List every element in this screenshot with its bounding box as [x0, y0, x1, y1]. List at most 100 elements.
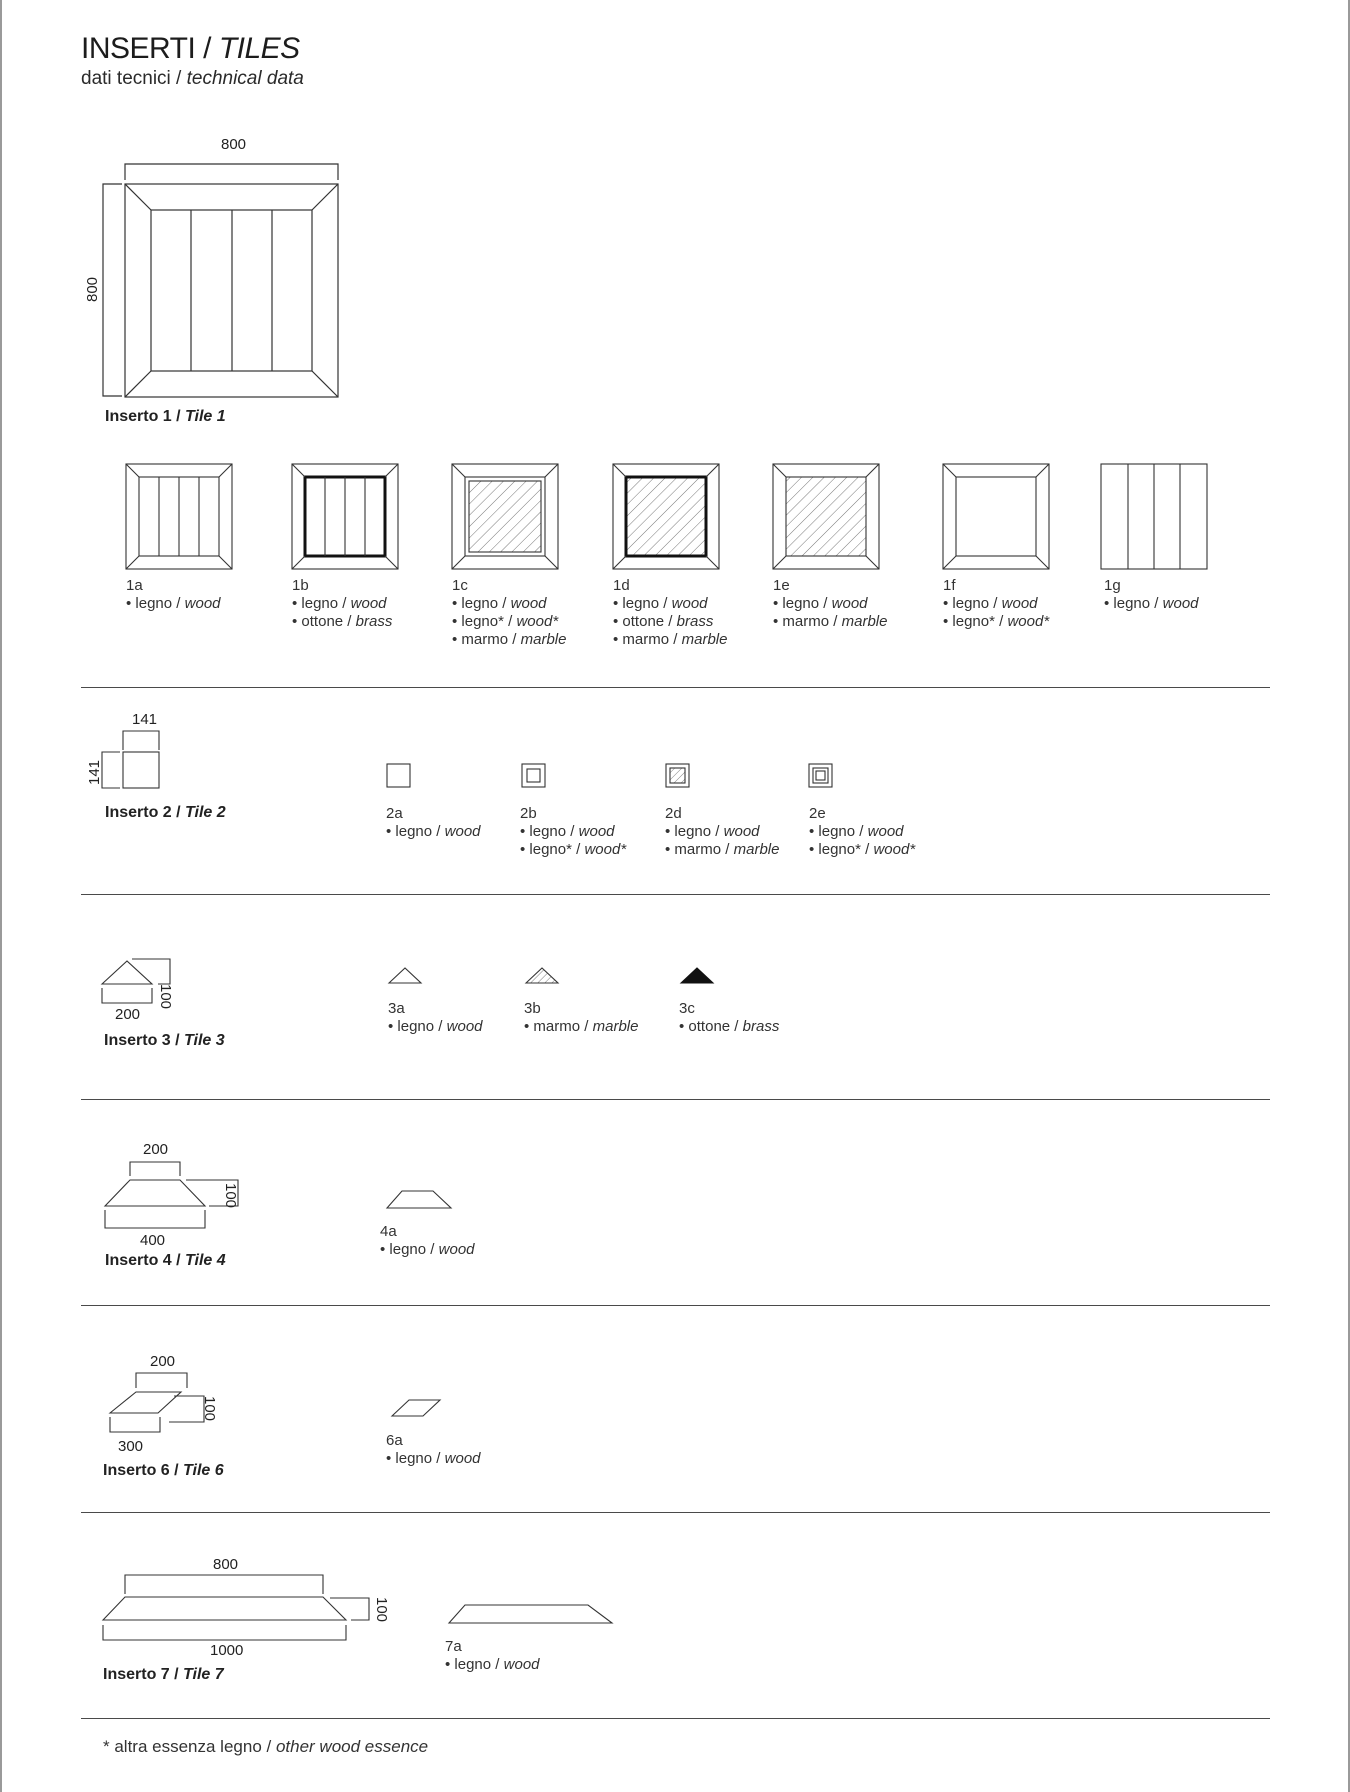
- variant-code: 1e: [773, 577, 790, 594]
- variant-6a: 6a • legno / wood: [386, 1432, 481, 1468]
- tile7-top-dim: 800: [213, 1556, 239, 1573]
- tile6-bottom-dim: 300: [118, 1438, 144, 1455]
- variant-7a-drawing: [447, 1604, 614, 1624]
- variant-code: 6a: [386, 1432, 403, 1449]
- variant-2e-drawing: [808, 763, 833, 788]
- section-divider: [81, 1512, 1270, 1513]
- subtitle-it: dati tecnici /: [81, 68, 182, 89]
- material-line: • legno / wood: [613, 595, 708, 612]
- material-line: • legno / wood: [773, 595, 868, 612]
- tile6-height-dim: 100: [201, 1396, 218, 1422]
- footnote-it: * altra essenza legno /: [103, 1737, 272, 1756]
- tile1-label: Inserto 1 / Tile 1: [105, 408, 226, 426]
- tile7-drawing: [101, 1574, 370, 1641]
- variant-1f-drawing: [942, 463, 1050, 570]
- tile2-variants-drawings: [386, 763, 833, 788]
- tile7-label-it: Inserto 7 /: [103, 1666, 179, 1683]
- material-line: • legno* / wood*: [809, 841, 916, 858]
- material-line: • legno / wood: [665, 823, 760, 840]
- tile3-label-it: Inserto 3 /: [104, 1032, 180, 1049]
- variant-code: 2d: [665, 805, 682, 822]
- material-line: • marmo / marble: [452, 631, 567, 648]
- tile4-label-en: Tile 4: [185, 1252, 226, 1269]
- variant-2a-drawing: [386, 763, 411, 788]
- variant-3b-drawing: [524, 967, 560, 984]
- variant-4a-drawing: [385, 1190, 453, 1209]
- tile6-label-it: Inserto 6 /: [103, 1462, 179, 1479]
- variant-code: 1c: [452, 577, 468, 594]
- variant-1g-drawing: [1100, 463, 1208, 570]
- material-line: • legno / wood: [386, 823, 481, 840]
- variant-2b: 2b • legno / wood • legno* / wood*: [520, 805, 626, 859]
- tile2-width-dim: 141: [132, 711, 158, 728]
- variant-1b-drawing: [291, 463, 399, 570]
- material-line: • ottone / brass: [292, 613, 393, 630]
- variant-1a: 1a • legno / wood: [126, 577, 221, 613]
- tile4-label-it: Inserto 4 /: [105, 1252, 181, 1269]
- subtitle-en: technical data: [186, 68, 304, 89]
- page-title: INSERTI / TILES: [81, 32, 300, 66]
- variant-code: 4a: [380, 1223, 397, 1240]
- tile3-label: Inserto 3 / Tile 3: [104, 1032, 225, 1050]
- page-subtitle: dati tecnici / technical data: [81, 68, 304, 90]
- material-line: • legno / wood: [520, 823, 615, 840]
- tile4-height-dim: 100: [222, 1183, 239, 1209]
- tile4-label: Inserto 4 / Tile 4: [105, 1252, 226, 1270]
- variant-3c-drawing: [679, 967, 715, 984]
- variant-code: 1a: [126, 577, 143, 594]
- footnote-en: other wood essence: [275, 1737, 429, 1756]
- variant-code: 3c: [679, 1000, 695, 1017]
- material-line: • legno / wood: [388, 1018, 483, 1035]
- material-line: • legno / wood: [386, 1450, 481, 1467]
- material-line: • legno* / wood*: [520, 841, 627, 858]
- variant-2a: 2a • legno / wood: [386, 805, 481, 841]
- tile6-label-en: Tile 6: [183, 1462, 224, 1479]
- variant-7a: 7a • legno / wood: [445, 1638, 540, 1674]
- variant-1d: 1d • legno / wood • ottone / brass • mar…: [613, 577, 727, 649]
- variant-1f: 1f • legno / wood • legno* / wood*: [943, 577, 1049, 631]
- variant-code: 2e: [809, 805, 826, 822]
- tile3-variants-drawings: [387, 967, 715, 984]
- tile7-height-dim: 100: [373, 1597, 390, 1623]
- tile4-bottom-dim: 400: [140, 1232, 166, 1249]
- variant-code: 1b: [292, 577, 309, 594]
- variant-1e-drawing: [772, 463, 880, 570]
- variant-code: 1g: [1104, 577, 1121, 594]
- material-line: • legno / wood: [126, 595, 221, 612]
- material-line: • ottone / brass: [679, 1018, 780, 1035]
- variant-code: 2b: [520, 805, 537, 822]
- tile1-label-it: Inserto 1 /: [105, 408, 181, 425]
- variant-1a-drawing: [125, 463, 233, 570]
- footnote: * altra essenza legno / other wood essen…: [103, 1737, 428, 1757]
- section-divider: [81, 1099, 1270, 1100]
- tile4-top-dim: 200: [143, 1141, 169, 1158]
- variant-2d-drawing: [665, 763, 690, 788]
- tile6-top-dim: 200: [150, 1353, 176, 1370]
- material-line: • ottone / brass: [613, 613, 714, 630]
- variant-3a: 3a • legno / wood: [388, 1000, 483, 1036]
- title-it: INSERTI /: [81, 32, 211, 65]
- tile6-drawing: [108, 1372, 205, 1433]
- material-line: • legno* / wood*: [452, 613, 559, 630]
- tile7-label-en: Tile 7: [183, 1666, 224, 1683]
- material-line: • legno / wood: [943, 595, 1038, 612]
- tile2-drawing: [101, 730, 160, 789]
- tile2-label-it: Inserto 2 /: [105, 804, 181, 821]
- section-divider: [81, 1305, 1270, 1306]
- variant-code: 2a: [386, 805, 403, 822]
- material-line: • legno* / wood*: [943, 613, 1050, 630]
- material-line: • marmo / marble: [665, 841, 780, 858]
- section-divider: [81, 687, 1270, 688]
- tile3-width-dim: 200: [115, 1006, 141, 1023]
- variant-2e: 2e • legno / wood • legno* / wood*: [809, 805, 915, 859]
- material-line: • legno / wood: [452, 595, 547, 612]
- variant-1c-drawing: [451, 463, 559, 570]
- material-line: • legno / wood: [445, 1656, 540, 1673]
- tile1-drawing: [102, 163, 339, 398]
- title-en: TILES: [218, 32, 300, 65]
- tile1-variants-drawings: [125, 463, 1208, 570]
- variant-3c: 3c • ottone / brass: [679, 1000, 779, 1036]
- material-line: • marmo / marble: [613, 631, 728, 648]
- variant-code: 1f: [943, 577, 956, 594]
